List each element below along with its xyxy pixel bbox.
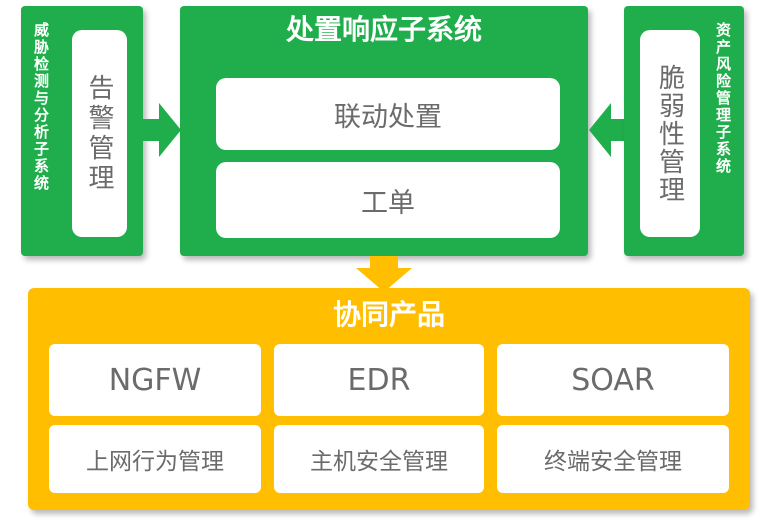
threat-detection-title: 威胁检测与分析子系统 <box>32 22 50 192</box>
product-edr-desc: 主机安全管理 <box>274 425 484 493</box>
disposal-response-title: 处置响应子系统 <box>285 13 482 46</box>
linkage-disposal-box: 联动处置 <box>216 78 560 150</box>
alert-management-box: 告警管理 <box>72 30 127 237</box>
vulnerability-management-box: 脆弱性管理 <box>640 30 700 237</box>
left-to-center-arrow-icon <box>143 103 181 157</box>
work-order-box: 工单 <box>216 162 560 238</box>
right-to-center-arrow-icon <box>589 103 627 157</box>
product-soar: SOAR <box>497 344 729 416</box>
center-to-bottom-arrow-icon <box>356 256 412 292</box>
collaborative-products-title: 协同产品 <box>332 298 445 331</box>
asset-risk-title: 资产风险管理子系统 <box>714 22 732 175</box>
product-edr: EDR <box>274 344 484 416</box>
product-soar-desc: 终端安全管理 <box>497 425 729 493</box>
product-ngfw-desc: 上网行为管理 <box>49 425 261 493</box>
product-ngfw: NGFW <box>49 344 261 416</box>
